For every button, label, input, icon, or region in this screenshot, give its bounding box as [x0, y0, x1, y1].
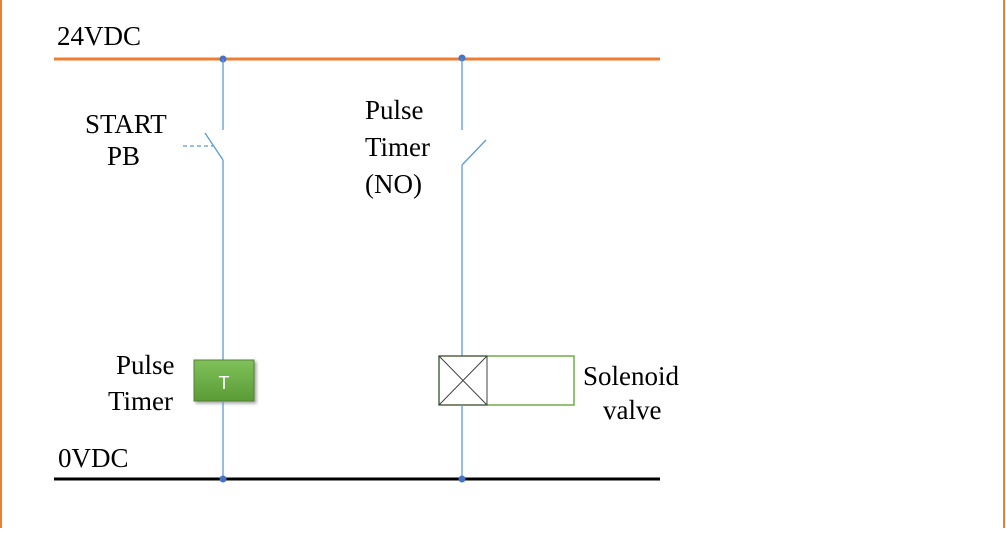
pulse-timer-coil-label-line1: Pulse [116, 350, 175, 380]
label-clip-mask [80, 166, 180, 186]
solenoid-valve-cross-box [438, 355, 488, 406]
top-rail-label: 24VDC [57, 21, 141, 51]
bottom-rail-label: 0VDC [58, 443, 129, 473]
junction-dot [458, 475, 466, 483]
solenoid-cross-line [438, 355, 488, 406]
start-pb-label-line1: START [85, 109, 167, 139]
pulse-timer-no-contact [461, 139, 487, 166]
pulse-timer-coil [193, 359, 255, 402]
pulse-timer-contact-label-line1: Pulse [365, 95, 424, 125]
rung-1: T START PB Pulse Timer [80, 55, 255, 483]
pulse-timer-contact-label-line3: (NO) [365, 169, 422, 199]
pulse-timer-coil-symbol: T [219, 373, 230, 393]
start-pb-contact [204, 132, 224, 161]
rung-2: Pulse Timer (NO) Solenoid valve [365, 54, 680, 483]
solenoid-valve-label-line2: valve [603, 395, 661, 425]
pulse-timer-coil-label-line2: Timer [108, 386, 173, 416]
pulse-timer-contact-label-line2: Timer [365, 132, 430, 162]
solenoid-valve-label-line1: Solenoid [583, 361, 680, 391]
junction-dot [219, 475, 227, 483]
solenoid-valve-body [438, 355, 575, 406]
